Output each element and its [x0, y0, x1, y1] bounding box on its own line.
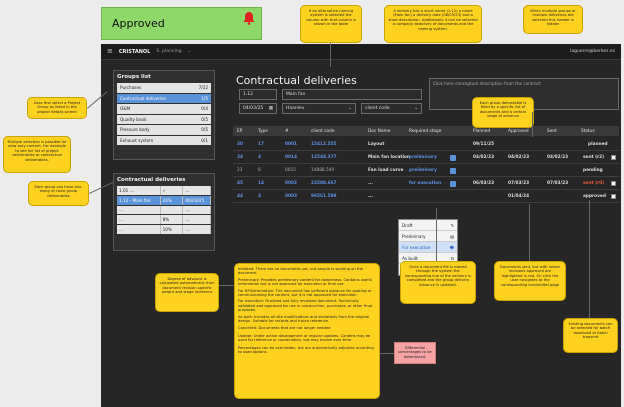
col-num[interactable]: # [285, 128, 289, 134]
col-status[interactable]: Status [581, 128, 595, 134]
table-row[interactable]: 44 3 0003 96561.588 ... 01/04/24 approve… [233, 191, 619, 203]
table-row[interactable]: 30 17 0001 15412.555 Layout 09/11/25 pla… [233, 139, 619, 151]
chevron-down-icon: ⌄ [348, 106, 352, 111]
contractual-panel: Contractual deliveries 1.01 ...✓... 1.12… [113, 173, 215, 251]
top-bar: ≡ CRISTANOL S. planning ⌄ laguerre@berke… [101, 44, 621, 60]
table-row[interactable]: 34 4 0014 12548.377 Main fan location pr… [233, 152, 619, 164]
doc-icon: ▤ [450, 233, 454, 239]
connector-line [436, 208, 437, 261]
col-ep[interactable]: EP [237, 128, 243, 134]
chevron-down-icon[interactable]: ⌄ [187, 49, 192, 54]
connector-line [330, 43, 331, 67]
note-multiple-selection: Multiple selection is possible for view … [3, 136, 71, 173]
worker-icon: ☻ [449, 244, 454, 250]
connector-line [589, 200, 590, 318]
row-checkbox[interactable] [611, 181, 616, 186]
dropdown-item-selected[interactable]: For execution☻ [399, 242, 457, 253]
note-document-moved: Once a document file is moved through th… [400, 261, 476, 304]
col-doc-name[interactable]: Doc Name [368, 128, 391, 134]
naming-system-select[interactable]: client code⌄ [361, 103, 422, 114]
bell-icon [243, 12, 255, 25]
connector-line [380, 353, 394, 354]
documents-table-header: EP Type # client code Doc Name Required … [233, 126, 619, 136]
col-sent[interactable]: Sent [547, 128, 557, 134]
chevron-down-icon: ⌄ [414, 106, 418, 111]
delivery-date-field[interactable]: 04/03/25▦ [239, 103, 277, 114]
row-checkbox[interactable] [611, 194, 616, 199]
col-required-stage[interactable]: Required stage [409, 128, 442, 134]
note-stage-legend: Initiated: There are no documents yet, b… [234, 263, 380, 399]
pencil-icon: ✎ [450, 222, 454, 228]
menu-icon[interactable]: ≡ [107, 47, 113, 55]
table-row[interactable]: 23 8 0015 14888.540 Fan load curve preli… [233, 165, 619, 177]
brand-name: CRISTANOL [118, 48, 151, 55]
note-naming-system: If an alternative naming system is selec… [300, 5, 362, 43]
user-email[interactable]: laguerre@berkes.es [570, 49, 615, 54]
note-sent-highlight: Documents sent, but with newer revisions… [494, 261, 566, 301]
note-batch-download: Existing documents can be selected for b… [563, 318, 618, 353]
calendar-icon: ▦ [268, 106, 273, 111]
note-differential-percentages: Differential percentages to be determine… [394, 342, 436, 364]
stage-icon[interactable] [450, 181, 456, 187]
connector-line [532, 112, 533, 137]
contractual-row[interactable]: 1.01 ...✓... [117, 186, 212, 195]
user-select[interactable]: Haanlev⌄ [282, 103, 356, 114]
contractual-row[interactable]: ...10%... [117, 225, 212, 234]
note-header-hidden: When multiple groups or multiple deliver… [523, 5, 583, 34]
dropdown-item[interactable]: Preliminary▤ [399, 231, 457, 242]
approved-status-badge: Approved [101, 7, 262, 40]
connector-line [219, 285, 234, 286]
dropdown-item[interactable]: Draft✎ [399, 220, 457, 231]
note-select-group: Uses first select a Project Group as lis… [27, 97, 87, 119]
contractual-row[interactable]: ...8%... [117, 215, 212, 225]
page-title: Contractual deliveries [236, 74, 357, 87]
delivery-name-field[interactable]: Main fan [282, 89, 422, 100]
stage-icon[interactable] [450, 155, 456, 161]
contractual-row[interactable]: ...... [117, 205, 212, 215]
col-planned[interactable]: Planned [473, 128, 491, 134]
ruler-icon: ⊡ [450, 255, 454, 261]
note-group-deliverable-docs: Each group deliverable is filled by a sp… [472, 97, 534, 128]
contractual-title: Contractual deliveries [117, 177, 186, 183]
stage-icon[interactable] [450, 168, 456, 174]
row-checkbox[interactable] [611, 155, 616, 160]
table-row[interactable]: 45 14 0002 23588.667 ... for execution 0… [233, 178, 619, 190]
note-delivery-fields: A delivery has a short name (1.12) a nam… [384, 5, 482, 43]
connector-line [529, 204, 530, 261]
project-selector[interactable]: S. planning [156, 49, 182, 54]
approved-label: Approved [112, 17, 165, 30]
col-type[interactable]: Type [258, 128, 268, 134]
col-client-code[interactable]: client code [311, 128, 335, 134]
groups-title: Groups list [117, 74, 151, 80]
col-approved[interactable]: Approved [508, 128, 529, 134]
delivery-code-field[interactable]: 1.12 [239, 89, 277, 100]
note-group-deliverables: Each group can have one, many or none gr… [28, 181, 89, 206]
note-degree-of-advance: Degree of advance is calculated automati… [155, 273, 219, 312]
